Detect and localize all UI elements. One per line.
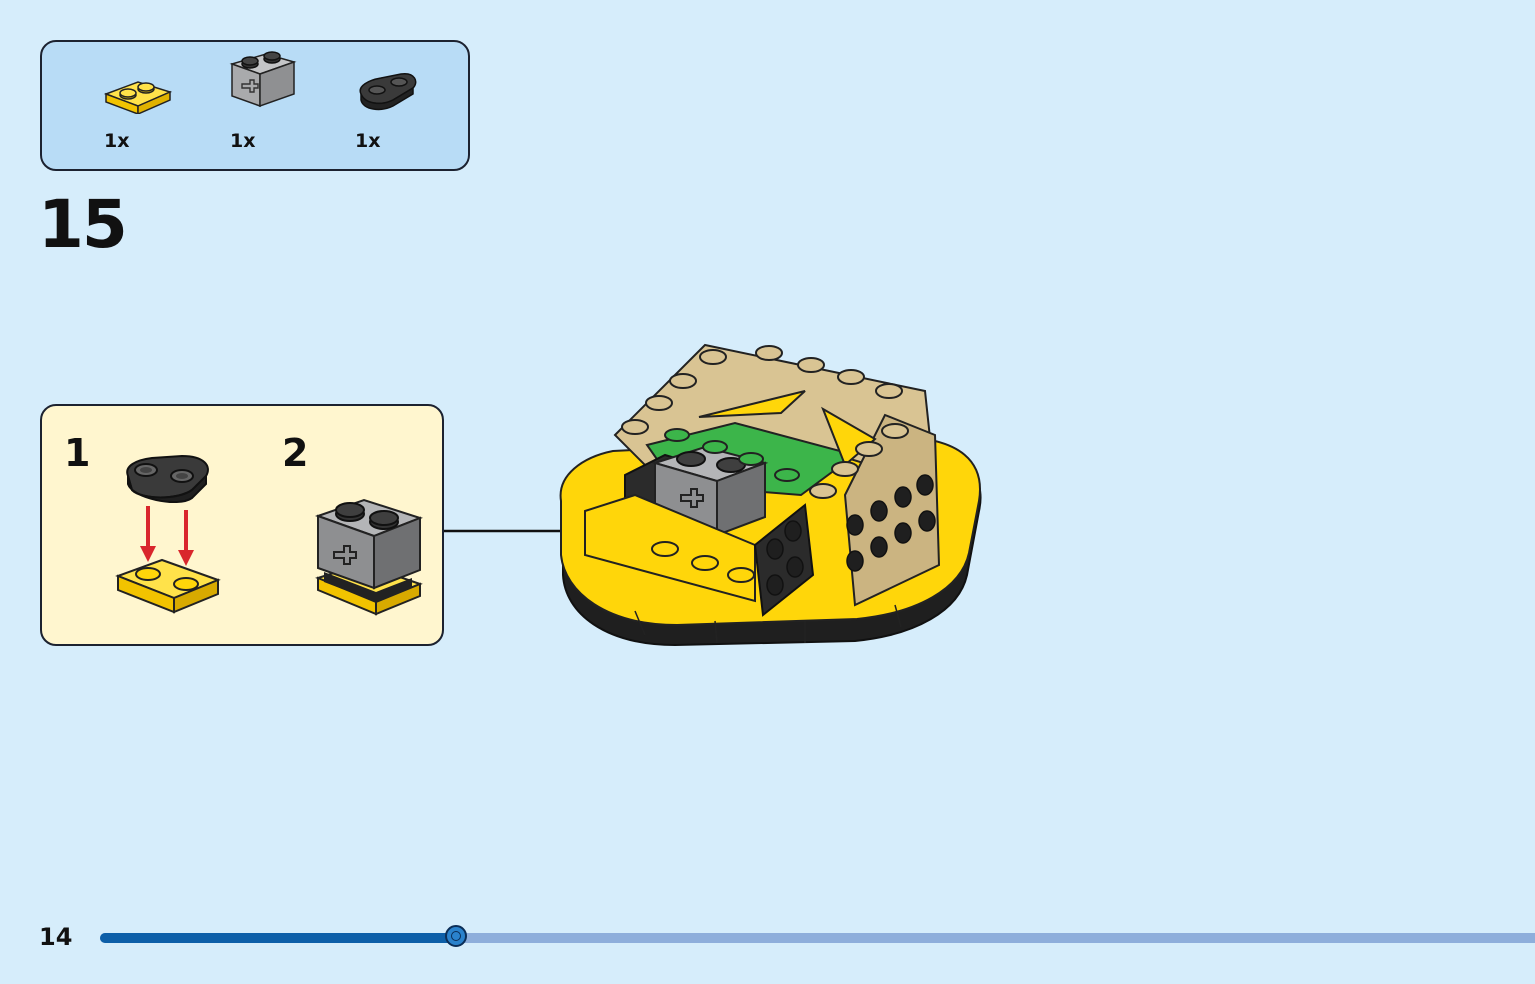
step-number: 15: [38, 186, 128, 263]
substep-number: 2: [282, 431, 309, 475]
part-quantity: 1x: [104, 130, 130, 152]
progress-bar-track: [100, 925, 1535, 947]
gray-technic-brick-1x2-icon: [229, 51, 297, 108]
page-number: 14: [39, 923, 73, 951]
part-quantity: 1x: [355, 130, 381, 152]
part-item: 1x: [228, 44, 318, 152]
substep-1-illustration: [115, 454, 221, 614]
black-plate-1x2-rounded-icon: [359, 73, 417, 111]
progress-bar-knob: [444, 925, 467, 947]
yellow-plate-1x2-icon: [103, 81, 173, 114]
substep-callout-box: 1 2: [40, 404, 444, 646]
substep-number: 1: [64, 431, 91, 475]
main-model-illustration: [559, 343, 982, 647]
part-item: 1x: [353, 64, 443, 164]
progress-bar-fill: [100, 933, 456, 943]
substep-2-illustration: [314, 498, 423, 616]
part-quantity: 1x: [230, 130, 256, 152]
parts-list-box: 1x 1x 1x: [40, 40, 470, 171]
part-item: 1x: [102, 64, 192, 164]
